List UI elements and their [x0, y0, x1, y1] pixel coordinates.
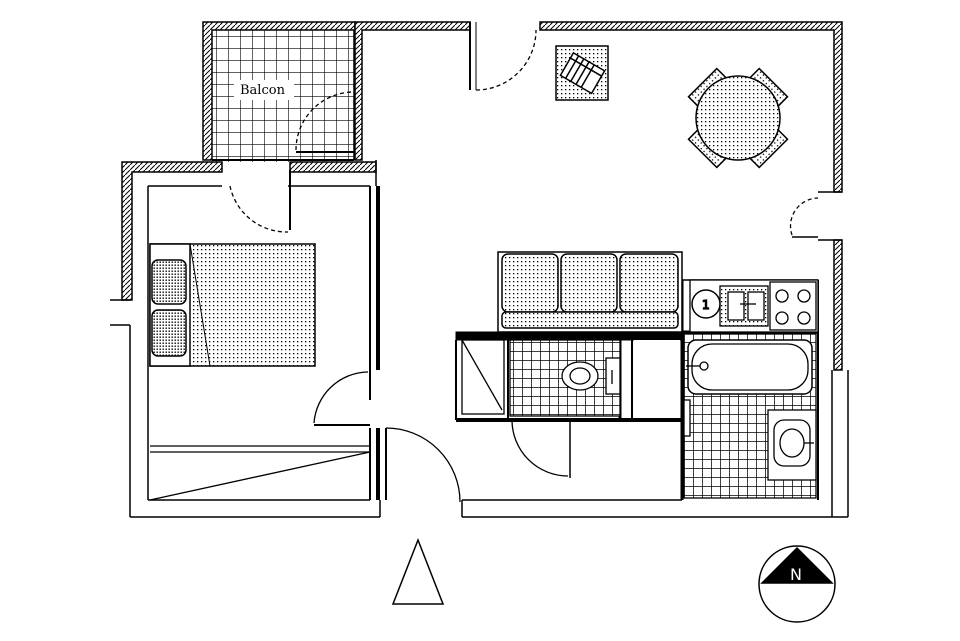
north-label: N — [790, 565, 802, 584]
kitchenette: 1 — [689, 279, 819, 333]
balcony-label: Balcon — [240, 83, 286, 98]
entrance-arrow-icon — [391, 537, 445, 605]
wc-room — [509, 339, 680, 418]
sofa — [497, 251, 683, 333]
bathroom — [683, 333, 817, 499]
fixture-number: 1 — [702, 298, 710, 312]
double-bed — [149, 243, 316, 367]
north-compass-icon: N — [758, 545, 836, 623]
dining-table — [687, 67, 789, 169]
balcony: Balcon — [202, 21, 356, 162]
armchair — [555, 45, 609, 101]
